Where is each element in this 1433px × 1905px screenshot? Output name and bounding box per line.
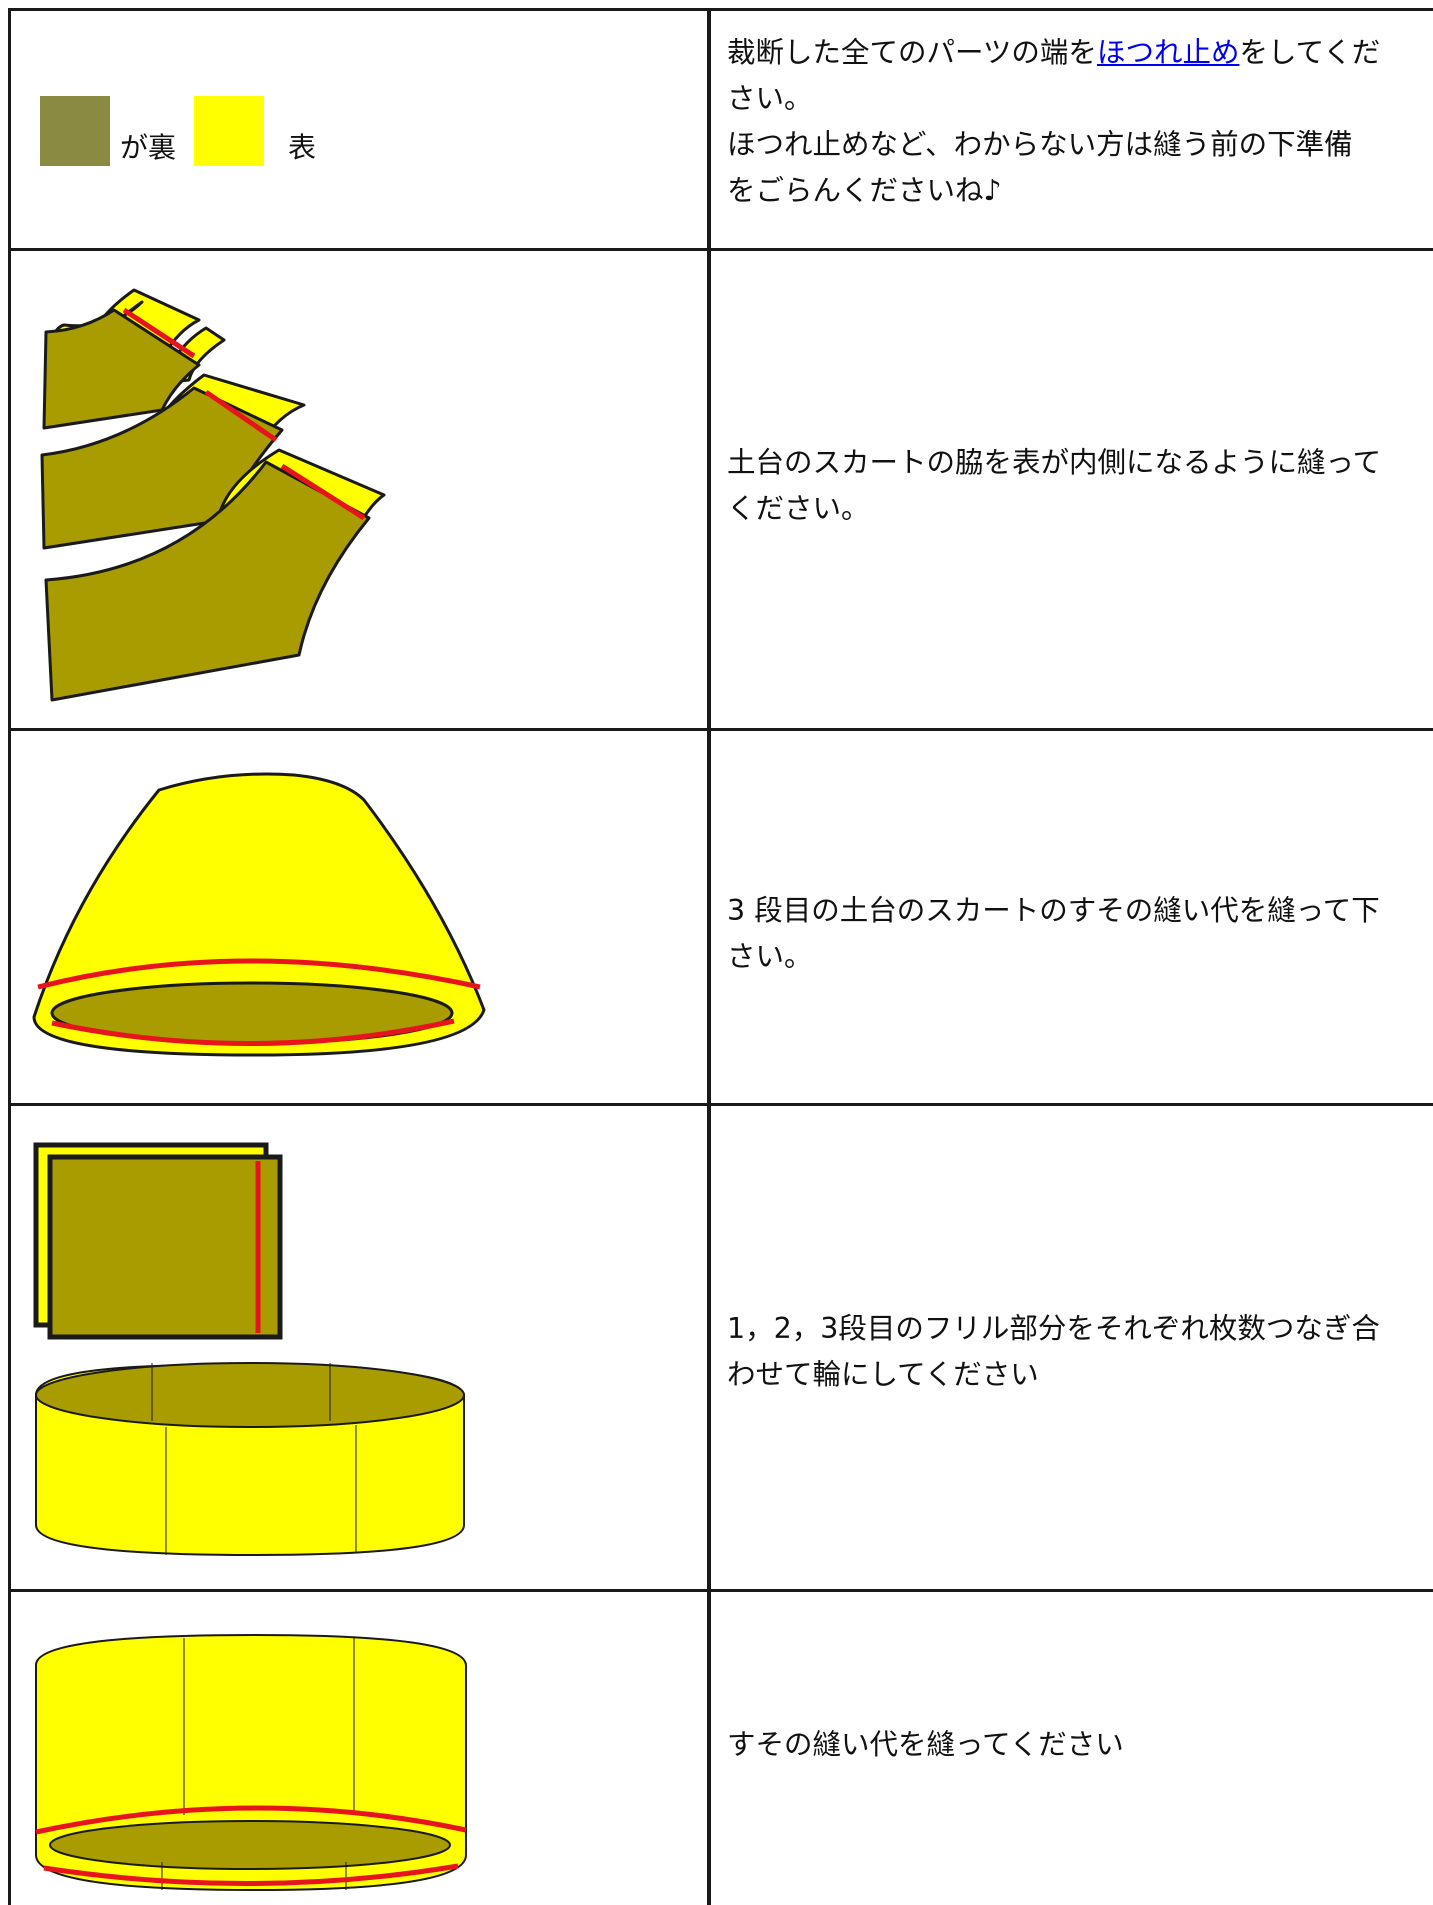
skirt-hem-illustration [32,772,486,1057]
step-2-text: 土台のスカートの脇を表が内側になるように縫って ください。 [727,440,1417,532]
step-1-line-2: さい。 [727,82,813,115]
step-1-line-1: 裁断した全てのパーツの端をほつれ止めをしてくだ [727,30,1417,76]
back-label: が裏 [120,131,177,164]
table-border-top [8,8,1433,11]
step-5-line-1: すその縫い代を縫ってください [727,1728,1124,1761]
step-3-line-2: さい。 [727,940,813,973]
step-2-line-2: ください。 [727,492,870,525]
row-divider [8,1103,1433,1106]
step-1-line-4: をごらんくださいね♪ [727,174,1002,207]
step-3-line-1: 3 段目の土台のスカートのすその縫い代を縫って下 [727,894,1380,927]
back-color-swatch [40,96,110,166]
step-1-text: 裁断した全てのパーツの端をほつれ止めをしてくだ さい。 ほつれ止めなど、わからな… [727,30,1417,214]
ring-hem-illustration [35,1633,467,1892]
step-1-line-3: ほつれ止めなど、わからない方は縫う前の下準備 [727,128,1353,161]
row-divider [8,1589,1433,1592]
step-4-line-1: 1，2，3段目のフリル部分をそれぞれ枚数つなぎ合 [727,1312,1380,1345]
skirt-side-seams-illustration [40,288,386,702]
text-segment: をしてくだ [1239,36,1381,69]
row-divider [8,248,1433,251]
text-segment: 裁断した全てのパーツの端を [727,36,1097,69]
row-divider [8,728,1433,731]
step-3-text: 3 段目の土台のスカートのすその縫い代を縫って下 さい。 [727,888,1417,980]
column-divider [707,8,711,1905]
step-4-text: 1，2，3段目のフリル部分をそれぞれ枚数つなぎ合 わせて輪にしてください [727,1306,1417,1398]
step-5-text: すその縫い代を縫ってください [727,1722,1417,1768]
front-label: 表 [288,131,317,164]
color-legend: が裏 表 [40,96,334,166]
front-color-swatch [194,96,265,166]
fray-prevention-link[interactable]: ほつれ止め [1096,36,1240,69]
step-4-line-2: わせて輪にしてください [727,1358,1039,1391]
table-border-left [8,8,11,1905]
step-2-line-1: 土台のスカートの脇を表が内側になるように縫って [727,446,1382,479]
frill-ring-illustration [33,1142,465,1557]
